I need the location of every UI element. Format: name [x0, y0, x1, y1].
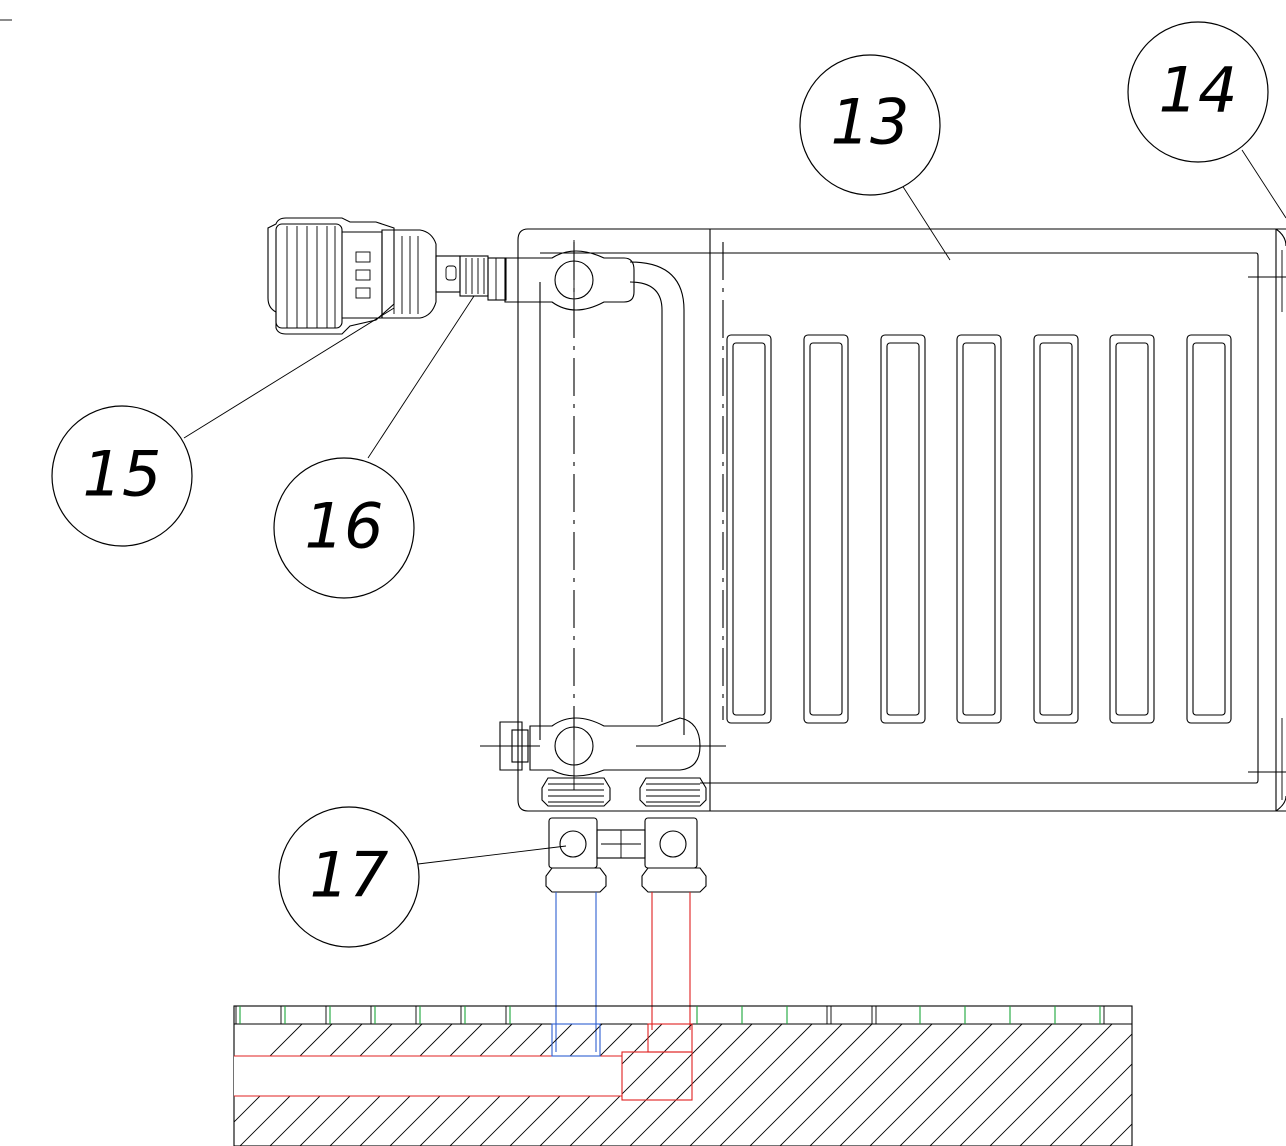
hatch-line: [1170, 1024, 1286, 1146]
embedded-return-pipe: [551, 1023, 601, 1057]
callout-15: 15: [51, 307, 395, 547]
supply-pipe: [651, 892, 691, 1030]
valve-body-icon: [504, 240, 635, 320]
floor-slab: [233, 1005, 1286, 1146]
hatch-line: [599, 1024, 723, 1146]
callout-17-label: 17: [310, 839, 389, 912]
callout-13: 13: [799, 54, 951, 261]
radiator-panel: [517, 228, 1286, 812]
hatch-line: [959, 1024, 1083, 1146]
bottom-connection-valve-icon: [545, 817, 707, 893]
hatch-line: [569, 1024, 693, 1146]
hatch-line: [659, 1024, 783, 1146]
thermostatic-head-icon: [267, 217, 507, 335]
callout-14-label: 14: [1159, 54, 1238, 127]
callout-13-label: 13: [831, 86, 910, 159]
hatch-line: [929, 1024, 1053, 1146]
convector-slots: [726, 334, 1232, 724]
hatch-line: [719, 1024, 843, 1146]
hatch-line: [629, 1024, 753, 1146]
embedded-supply-pipe: [234, 1023, 693, 1101]
hatch-line: [1079, 1093, 1132, 1146]
hatch-line: [899, 1024, 1023, 1146]
hatch-line: [1049, 1063, 1132, 1146]
floor-finish: [239, 1006, 1101, 1024]
bottom-valve-block: [480, 706, 726, 807]
callout-14: 14: [1127, 21, 1286, 219]
hatch-line: [839, 1024, 963, 1146]
hatch-line: [1019, 1033, 1132, 1146]
hatch-line: [779, 1024, 903, 1146]
return-pipe: [555, 892, 597, 1052]
callout-16: 16: [273, 295, 475, 599]
hatch-line: [809, 1024, 933, 1146]
hatch-line: [749, 1024, 873, 1146]
callout-17: 17: [278, 806, 567, 948]
hatch-line: [1140, 1024, 1262, 1146]
hatch-line: [989, 1024, 1113, 1146]
hatch-line: [689, 1024, 813, 1146]
callout-16-label: 16: [305, 490, 384, 563]
hatch-line: [869, 1024, 993, 1146]
callout-15-label: 15: [83, 438, 162, 511]
hatch-line: [1109, 1123, 1132, 1146]
